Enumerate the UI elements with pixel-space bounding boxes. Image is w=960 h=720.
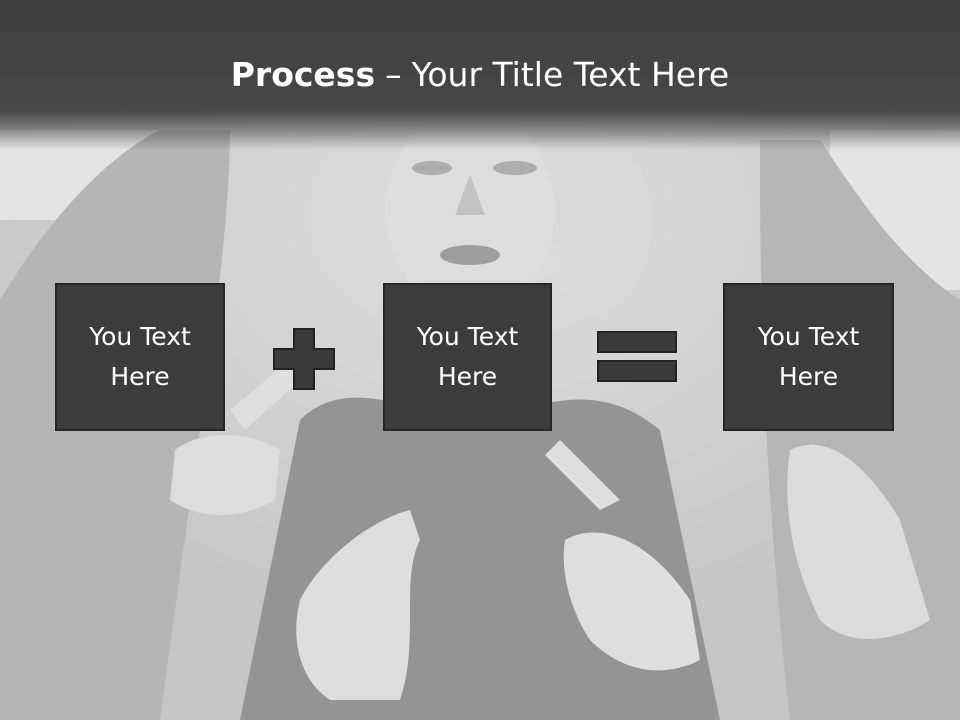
process-box-3[interactable]: You Text Here <box>723 283 894 431</box>
title-bold: Process <box>230 55 376 94</box>
box-text-line-2: Here <box>110 362 170 391</box>
box-text-line-1: You Text <box>89 322 191 351</box>
process-box-1[interactable]: You Text Here <box>55 283 225 431</box>
box-text-line-1: You Text <box>416 322 519 351</box>
box-text: You Text Here <box>75 317 205 397</box>
box-text-line-2: Here <box>778 362 839 391</box>
slide-title[interactable]: Process–Your Title Text Here <box>0 52 960 98</box>
box-text-line-2: Here <box>437 362 498 391</box>
process-box-2[interactable]: You Text Here <box>383 283 552 431</box>
plus-icon[interactable] <box>272 327 336 391</box>
box-text-line-1: You Text <box>757 322 860 351</box>
title-bar: Process–Your Title Text Here <box>0 0 960 150</box>
box-text: You Text Here <box>403 317 533 397</box>
box-text: You Text Here <box>744 317 874 397</box>
title-separator: – <box>385 55 402 94</box>
title-rest: Your Title Text Here <box>411 55 730 94</box>
equals-icon[interactable] <box>597 331 677 383</box>
